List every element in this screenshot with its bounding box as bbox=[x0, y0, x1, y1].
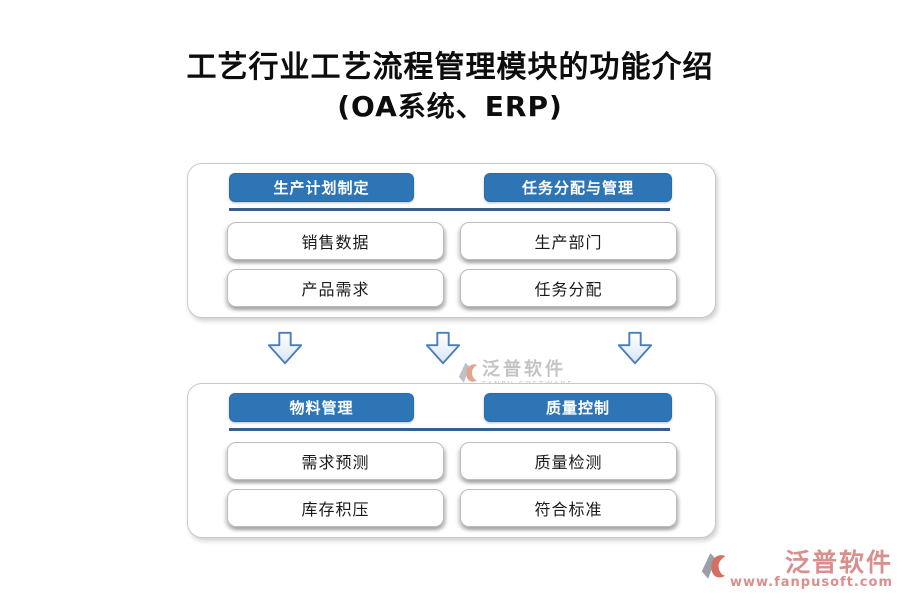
feature-box-production-dept: 生产部门 bbox=[460, 222, 677, 260]
watermark-url-text: www.fanpusoft.com bbox=[729, 575, 893, 590]
watermark-brand-text: 泛普软件 bbox=[482, 359, 566, 380]
panel-header-task-assignment: 任务分配与管理 bbox=[484, 173, 672, 202]
panel-header-production-planning: 生产计划制定 bbox=[229, 173, 414, 202]
feature-box-sales-data: 销售数据 bbox=[227, 222, 444, 260]
panel-header-material-management: 物料管理 bbox=[229, 393, 414, 422]
feature-box-demand-forecast: 需求预测 bbox=[227, 442, 444, 480]
panel-divider bbox=[229, 428, 670, 431]
down-arrow-icon bbox=[267, 331, 303, 365]
diagram-subtitle: (OA系统、ERP) bbox=[337, 90, 563, 123]
down-arrow-icon bbox=[425, 331, 461, 365]
diagram-title: 工艺行业工艺流程管理模块的功能介绍 bbox=[186, 50, 714, 85]
feature-box-task-allocation: 任务分配 bbox=[460, 269, 677, 307]
panel-divider bbox=[229, 208, 670, 211]
watermark-brand-text: 泛普软件 bbox=[784, 548, 893, 577]
module-panel-top: 生产计划制定 任务分配与管理 销售数据 生产部门 产品需求 任务分配 bbox=[187, 163, 716, 318]
diagram-title-block: 工艺行业工艺流程管理模块的功能介绍 (OA系统、ERP) bbox=[0, 48, 900, 126]
panel-header-quality-control: 质量控制 bbox=[484, 393, 672, 422]
feature-box-inventory-backlog: 库存积压 bbox=[227, 489, 444, 527]
feature-box-meets-standards: 符合标准 bbox=[460, 489, 677, 527]
down-arrow-icon bbox=[617, 331, 653, 365]
feature-box-product-demand: 产品需求 bbox=[227, 269, 444, 307]
fanpu-logo-icon bbox=[701, 553, 726, 579]
watermark-corner: 泛普软件 www.fanpusoft.com bbox=[700, 550, 893, 590]
feature-box-quality-inspection: 质量检测 bbox=[460, 442, 677, 480]
module-panel-bottom: 物料管理 质量控制 需求预测 质量检测 库存积压 符合标准 bbox=[187, 383, 716, 538]
